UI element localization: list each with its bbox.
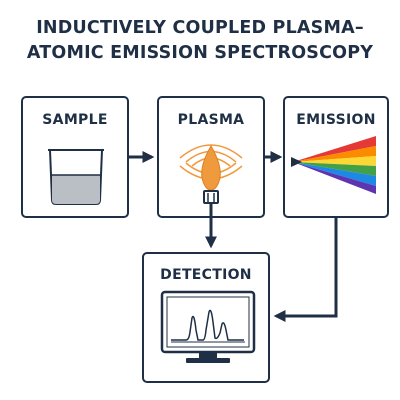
- plasma-node: PLASMA: [157, 96, 265, 218]
- detection-node: DETECTION: [142, 252, 270, 383]
- sample-label: SAMPLE: [42, 112, 107, 128]
- monitor-spectrum-icon: [160, 290, 256, 363]
- emission-label: EMISSION: [296, 112, 375, 128]
- arrow-emission-to-detection: [273, 217, 338, 322]
- diagram-title-line-1: INDUCTIVELY COUPLED PLASMA–: [36, 18, 364, 38]
- sample-node: SAMPLE: [21, 96, 129, 218]
- detection-label: DETECTION: [160, 267, 252, 283]
- spectrum-prism-icon: [291, 136, 376, 194]
- emission-node: EMISSION: [283, 96, 389, 218]
- beaker-icon: [48, 149, 104, 205]
- plasma-label: PLASMA: [178, 112, 245, 128]
- diagram-title-line-2: ATOMIC EMISSION SPECTROSCOPY: [26, 43, 374, 63]
